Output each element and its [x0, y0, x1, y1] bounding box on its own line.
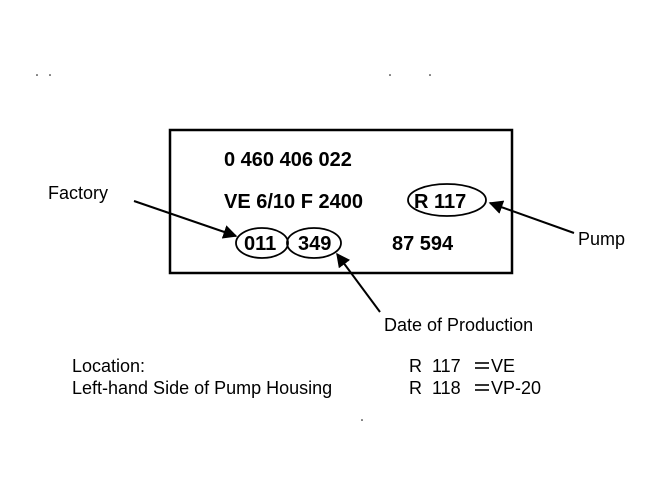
date-arrow: [336, 252, 381, 313]
pump-callout-label: Pump: [578, 229, 625, 249]
date-callout-label: Date of Production: [384, 315, 533, 335]
factory-callout-label: Factory: [48, 183, 108, 203]
plate-pump-spec: VE 6/10 F 2400: [224, 191, 363, 213]
location-label: Location:: [72, 356, 145, 376]
r118-code: R 118: [409, 378, 461, 398]
plate-factory-code: 011: [244, 233, 276, 255]
scan-speck: [361, 419, 363, 421]
date-code-circle: [286, 227, 342, 259]
scan-speck: [36, 74, 38, 76]
pump-arrow: [488, 200, 575, 234]
plate-serial-number: 87 594: [392, 233, 454, 255]
scan-speck: [389, 74, 391, 76]
r117-code: R 117: [409, 356, 461, 376]
plate-pump-code: R 117: [414, 191, 466, 213]
r117-value: VE: [491, 356, 515, 376]
nameplate-frame: [168, 128, 514, 275]
scan-speck: [429, 74, 431, 76]
plate-part-number: 0 460 406 022: [224, 149, 352, 171]
location-value: Left-hand Side of Pump Housing: [72, 378, 332, 398]
r118-value: VP-20: [491, 378, 541, 398]
pump-code-circle: [407, 183, 487, 217]
scan-speck: [49, 74, 51, 76]
factory-code-circle: [235, 227, 289, 259]
factory-arrow: [133, 200, 238, 239]
plate-date-code: 349: [298, 233, 331, 255]
